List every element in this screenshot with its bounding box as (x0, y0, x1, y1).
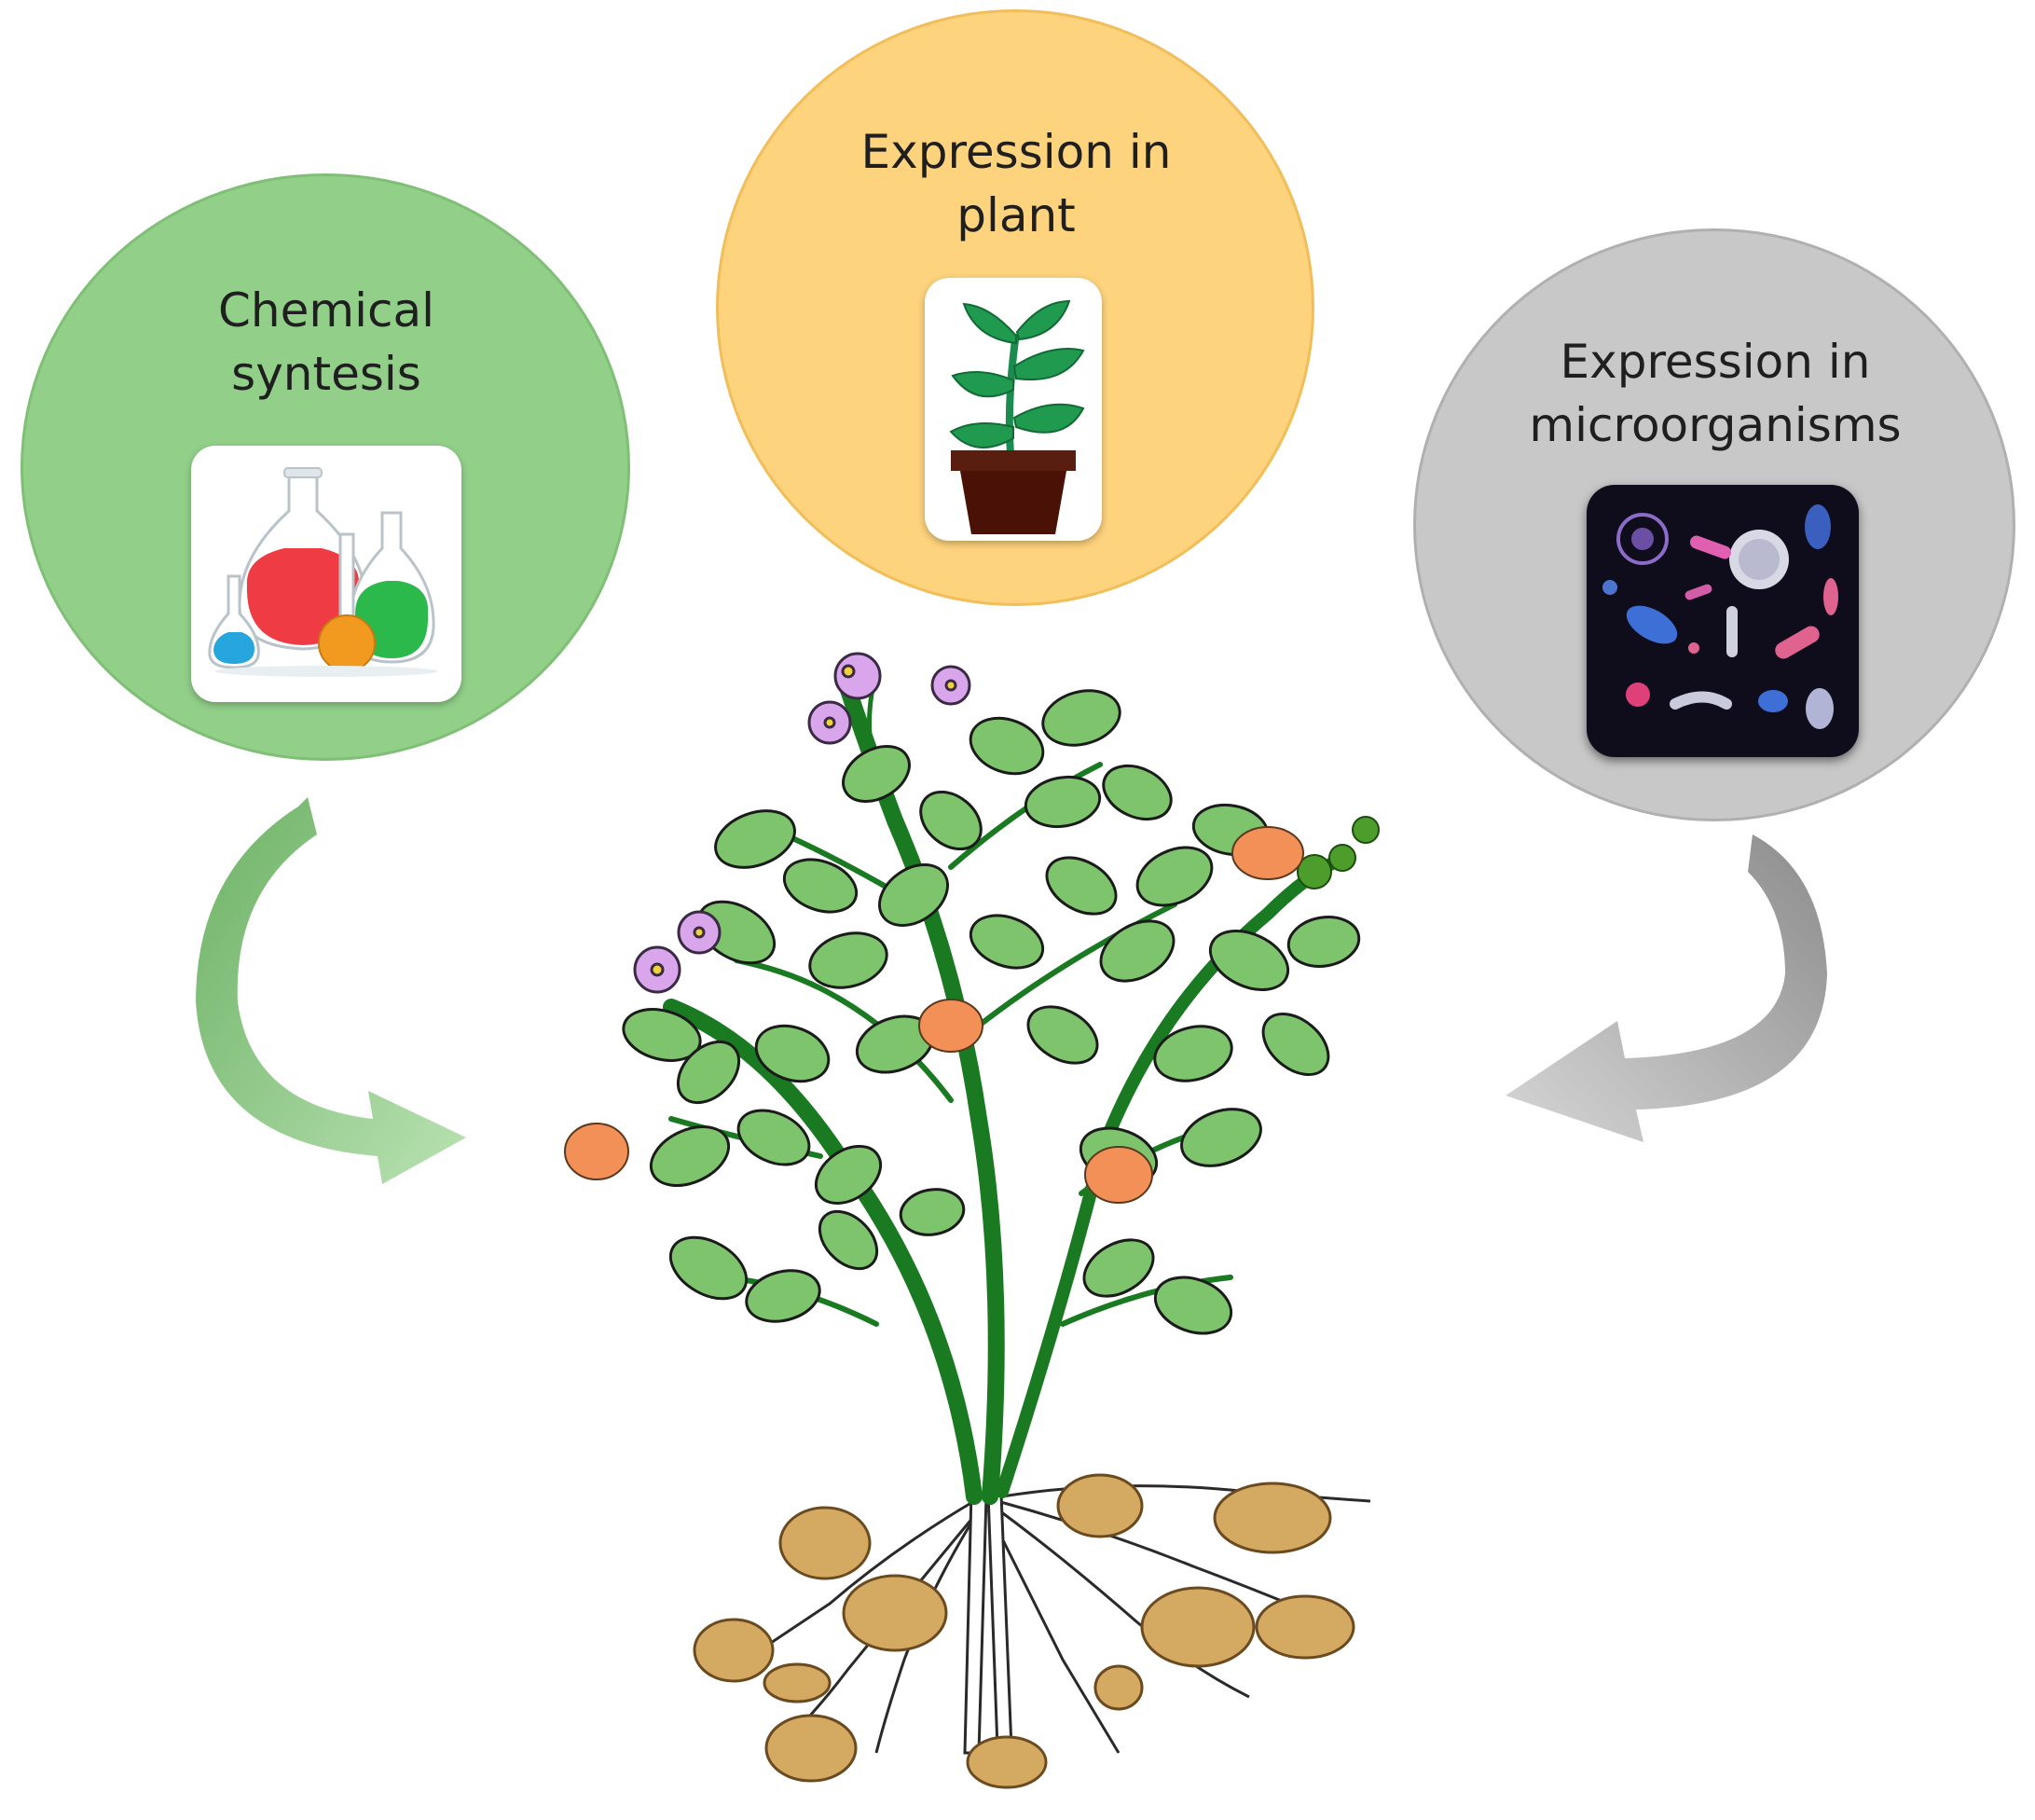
microorganisms-icon (1587, 485, 1859, 757)
lab-flasks-icon (191, 446, 461, 702)
chemical-synthesis-label-line1: Chemical (218, 283, 434, 338)
grey-curved-arrow (1506, 834, 1827, 1142)
green-curved-arrow (196, 797, 466, 1184)
leaves (622, 689, 1361, 1335)
potted-plant-icon (925, 278, 1102, 541)
microorganisms-expression-label: Expression in microorganisms (1473, 331, 1958, 457)
stems-below-ground (963, 1489, 1013, 1755)
microorganisms-expression-label-line1: Expression in (1560, 335, 1871, 389)
potato-tubers (693, 1473, 1355, 1789)
microorganisms-expression-label-line2: microorganisms (1529, 397, 1902, 452)
main-stems (663, 669, 1349, 1505)
colorado-beetles (564, 826, 1304, 1204)
plant-expression-label-line1: Expression in (860, 125, 1172, 179)
green-berries (1297, 816, 1380, 889)
flowers (633, 652, 971, 994)
plant-expression-label: Expression in plant (802, 121, 1231, 247)
chemical-synthesis-label: Chemical syntesis (140, 280, 513, 406)
plant-expression-label-line2: plant (956, 187, 1076, 242)
chemical-synthesis-label-line2: syntesis (231, 346, 421, 401)
potato-plant-illustration (564, 652, 1380, 1789)
